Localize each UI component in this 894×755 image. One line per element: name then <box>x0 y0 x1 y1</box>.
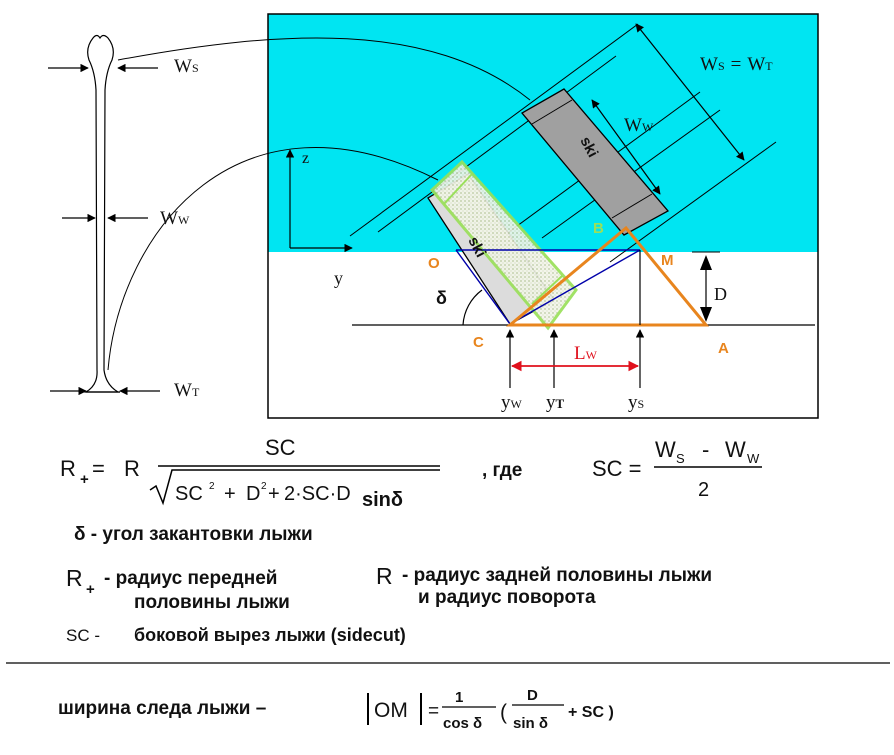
svg-text:R: R <box>124 456 140 481</box>
svg-text:OM: OM <box>374 699 408 722</box>
svg-text:2: 2 <box>209 481 215 492</box>
ww-label: WW <box>624 115 654 136</box>
svg-text:cos δ: cos δ <box>443 715 482 732</box>
ski-silhouette <box>48 34 160 396</box>
svg-text:ширина следа лыжи –: ширина следа лыжи – <box>58 698 266 719</box>
d-label: D <box>714 284 727 304</box>
point-o: O <box>428 255 440 272</box>
svg-text:D: D <box>246 483 260 505</box>
svg-text:+: + <box>268 483 280 505</box>
svg-text:и радиус поворота: и радиус поворота <box>418 587 596 608</box>
svg-text:W: W <box>747 451 760 466</box>
svg-text:-: - <box>702 437 709 462</box>
svg-text:R: R <box>376 563 393 589</box>
ww-arrow <box>591 99 661 195</box>
formula-om: ширина следа лыжи – OM = 1 cos δ ( D sin… <box>58 687 614 732</box>
ws-wt-arrow <box>635 23 745 161</box>
svg-text:sinδ: sinδ <box>362 489 403 511</box>
svg-text:боковой вырез лыжи (sidecut): боковой вырез лыжи (sidecut) <box>134 625 406 645</box>
svg-text:- радиус задней половины лыжи: - радиус задней половины лыжи <box>402 565 712 586</box>
svg-text:=: = <box>92 456 105 481</box>
wt-left-label: WT <box>174 380 200 401</box>
main-diagram: ski ski O B M C A z y δ D WS=WT WW LW yW… <box>107 13 819 419</box>
svg-text:2·SC·D: 2·SC·D <box>284 483 351 505</box>
svg-text:(: ( <box>500 701 507 724</box>
diagram-frame <box>267 13 819 419</box>
ws-eq-wt-label: WS=WT <box>700 54 773 75</box>
svg-text:SC: SC <box>265 435 296 460</box>
svg-text:D: D <box>527 687 538 704</box>
ski-tilted <box>429 159 578 331</box>
svg-text:+: + <box>86 581 95 598</box>
svg-text:, где: , где <box>482 460 522 481</box>
svg-text:W: W <box>725 437 746 462</box>
svg-text:+: + <box>224 483 236 505</box>
svg-text:δ - угол закантовки лыжи: δ - угол закантовки лыжи <box>74 524 313 545</box>
svg-text:- радиус передней: - радиус передней <box>104 568 277 589</box>
point-a: A <box>718 340 729 357</box>
legend: δ - угол закантовки лыжи R + - радиус пе… <box>66 524 712 645</box>
lw-label: LW <box>574 343 598 364</box>
y-axis-label: y <box>334 268 343 288</box>
ww-left-label: WW <box>160 208 190 229</box>
yw-label: yW <box>501 392 523 413</box>
svg-text:+: + <box>80 471 89 488</box>
svg-text:sin δ: sin δ <box>513 715 548 732</box>
svg-text:R: R <box>60 456 76 481</box>
formula-r-plus: R + = R SC SC 2 + D 2 + 2·SC·D sinδ , гд… <box>60 435 762 511</box>
svg-text:SC -: SC - <box>66 626 100 645</box>
yt-label: yT <box>546 392 565 413</box>
svg-text:=: = <box>428 701 439 722</box>
triangle-cba <box>505 225 710 327</box>
svg-text:W: W <box>655 437 676 462</box>
ys-label: yS <box>628 392 644 413</box>
svg-text:R: R <box>66 565 83 591</box>
svg-text:SC: SC <box>175 483 203 505</box>
svg-text:половины лыжи: половины лыжи <box>134 592 290 613</box>
delta-label: δ <box>436 288 447 308</box>
point-c: C <box>473 334 484 351</box>
svg-text:SC =: SC = <box>592 456 642 481</box>
svg-text:2: 2 <box>698 479 709 501</box>
svg-text:+ SC ): + SC ) <box>568 704 614 721</box>
svg-text:2: 2 <box>261 481 267 492</box>
ws-left-label: WS <box>174 56 199 77</box>
angle-arc <box>462 289 483 326</box>
svg-text:S: S <box>676 451 685 466</box>
svg-text:1: 1 <box>455 689 463 706</box>
point-m: M <box>661 252 674 269</box>
point-b: B <box>593 220 604 237</box>
z-axis-label: z <box>302 150 309 167</box>
